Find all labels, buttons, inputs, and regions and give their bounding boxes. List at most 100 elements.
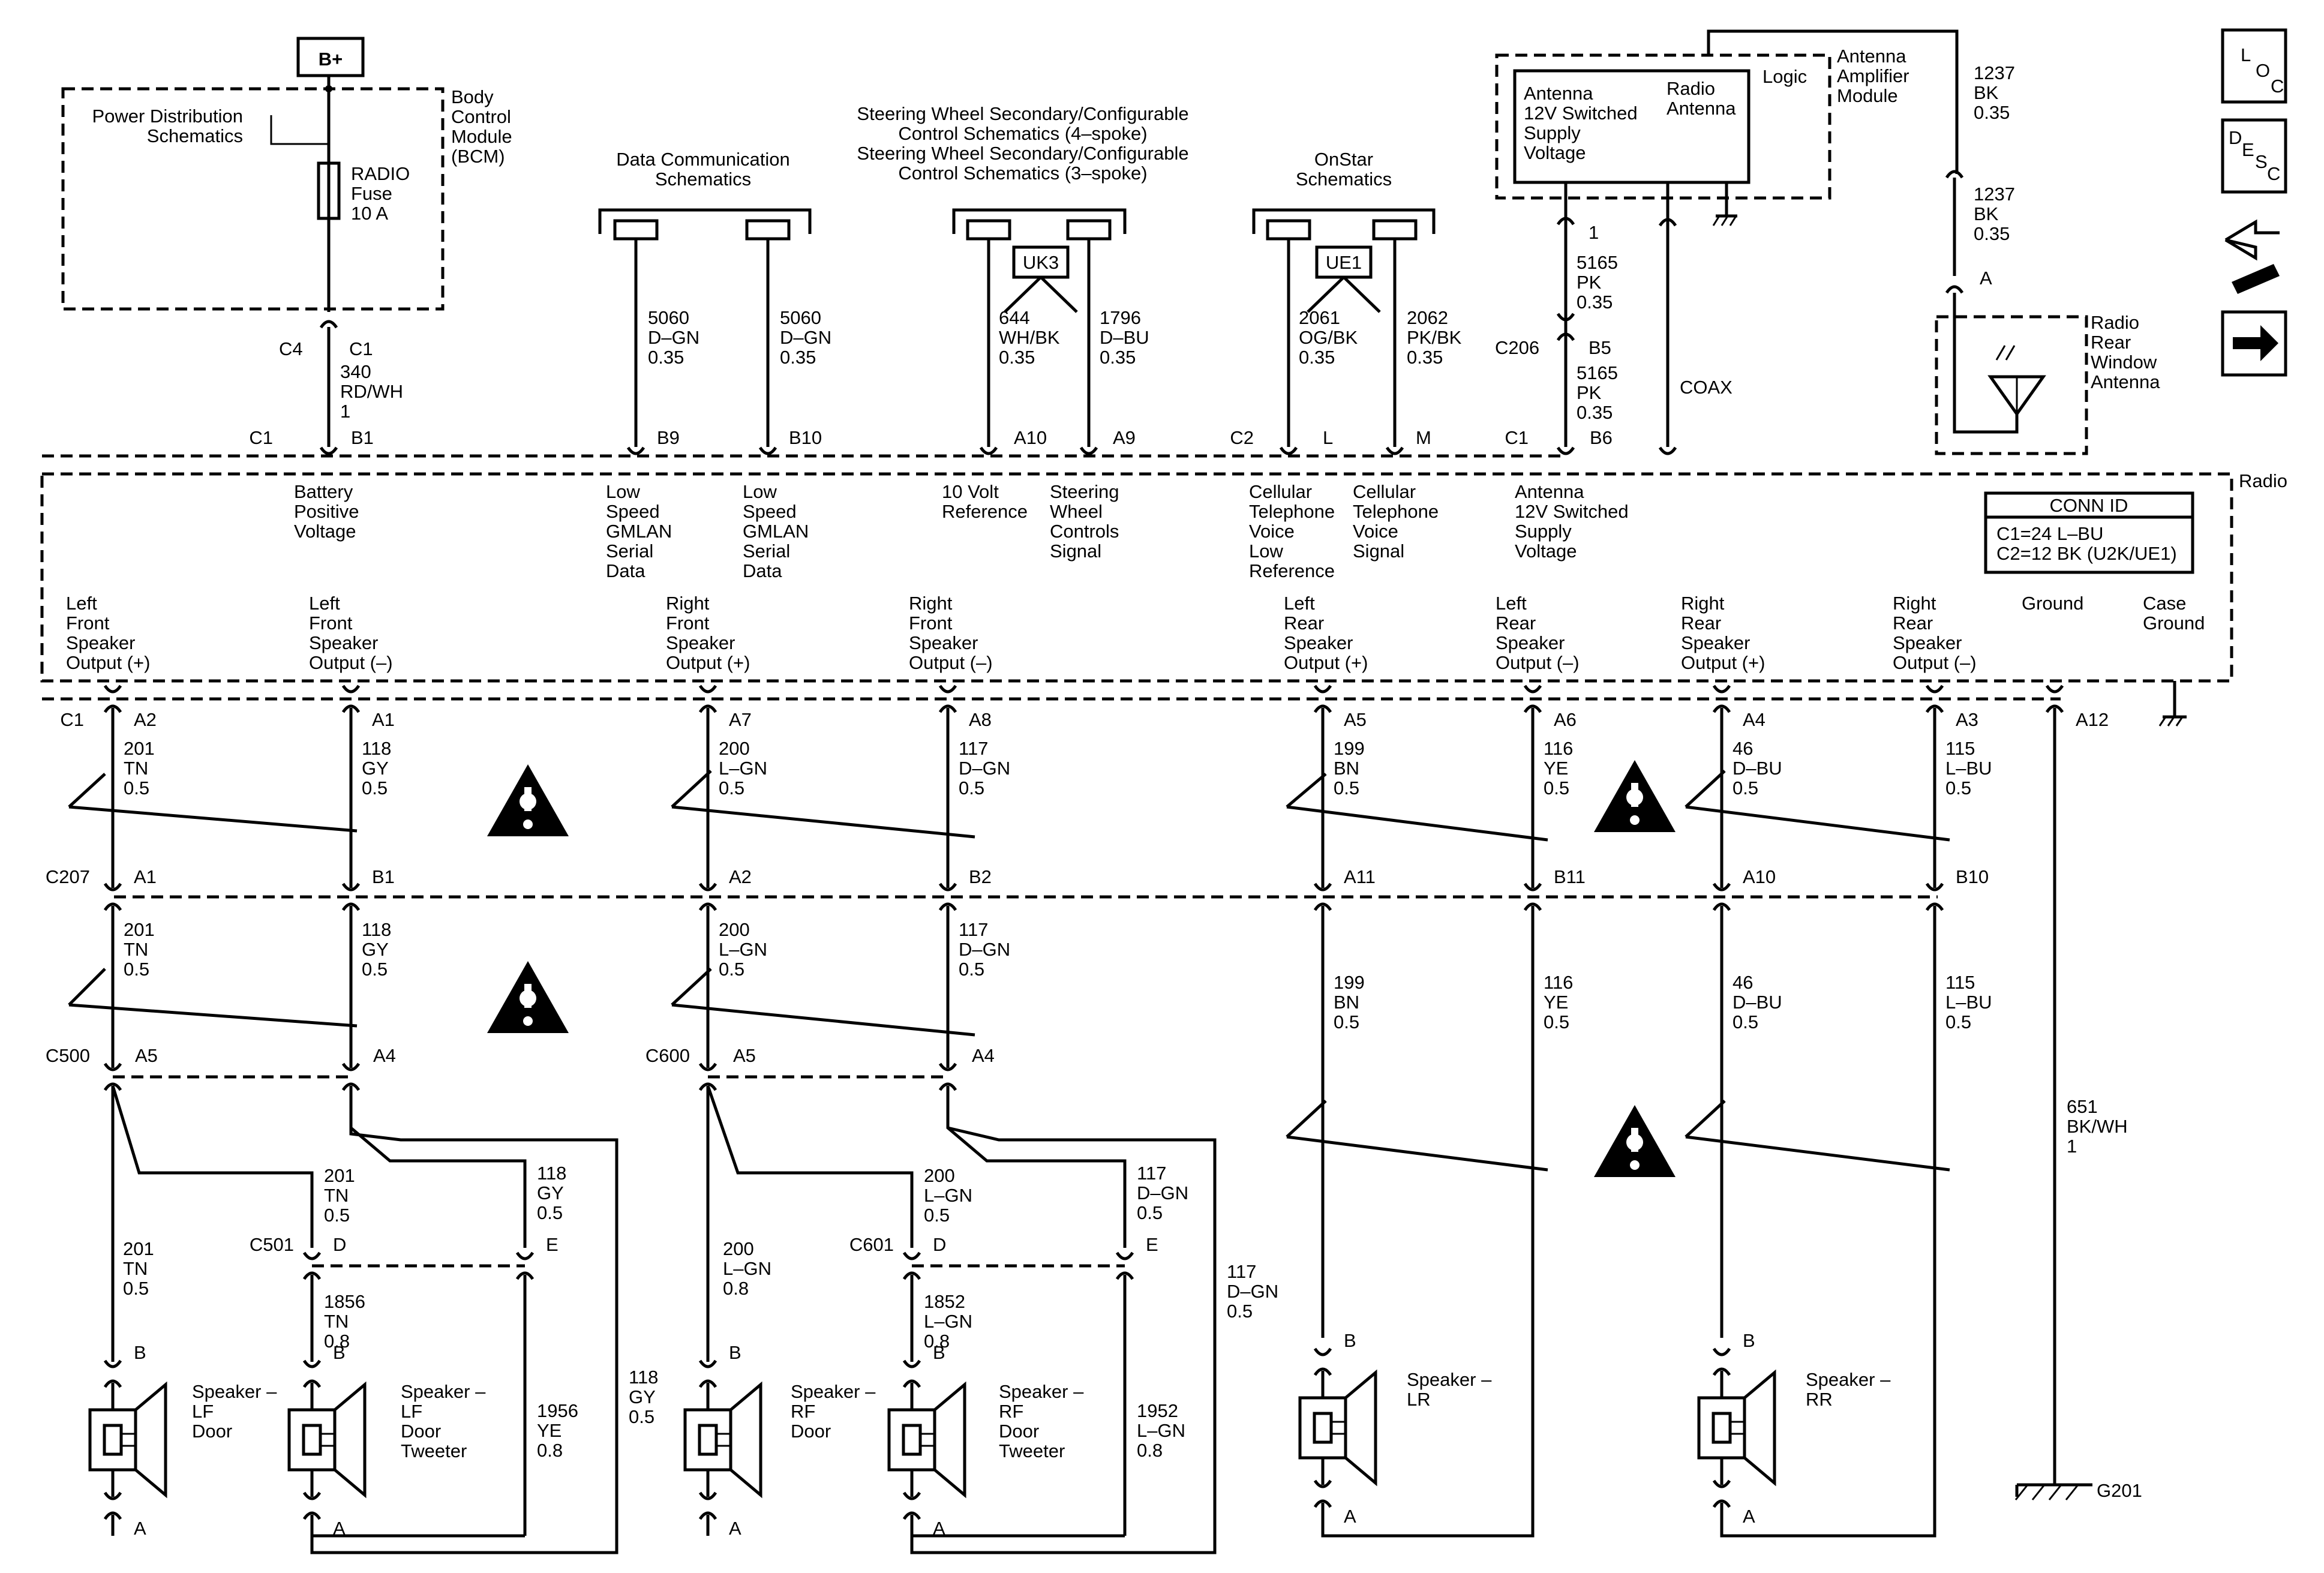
speaker-pin-b	[302, 1359, 322, 1368]
amp-ground	[1712, 215, 1721, 226]
radio-output-label: Speaker	[909, 632, 978, 653]
wire-651-label: BK/WH	[2067, 1116, 2128, 1137]
c207-pin	[1712, 882, 1731, 891]
c207-label: C207	[46, 866, 90, 887]
c501-pin	[302, 1251, 322, 1260]
radio-output-pin	[2045, 685, 2064, 694]
radio-top-pin: B6	[1590, 427, 1613, 448]
radio-fuse	[317, 161, 341, 220]
radio-top-pin: L	[1323, 427, 1333, 448]
speaker-pin-label: A	[1344, 1506, 1356, 1527]
speaker-icon	[1697, 1396, 1746, 1460]
radio-output-pin	[1925, 685, 1944, 694]
circuit-label: 0.5	[362, 959, 388, 980]
circuit-label: 0.5	[124, 959, 149, 980]
c601-pin	[902, 1251, 921, 1260]
radio-pin-connector	[319, 446, 338, 455]
output-pin-label: A3	[1956, 709, 1978, 730]
speaker-pin-label: A	[729, 1518, 741, 1539]
speaker-pin-b	[1712, 1347, 1731, 1356]
radio-pin-connector	[1556, 446, 1575, 455]
radio-antenna-label: Antenna	[1667, 98, 1736, 119]
circuit-label: PK/BK	[1407, 327, 1462, 348]
c207-pin	[1925, 902, 1944, 911]
circuit-label: 116	[1544, 738, 1573, 759]
speaker-pin-b	[1313, 1347, 1332, 1356]
warning-icon	[1631, 783, 1638, 807]
circuit-label: 0.5	[1334, 778, 1359, 798]
radio-output-pin	[938, 704, 957, 713]
uk3-label: UK3	[1023, 252, 1059, 273]
c207-pin-label: A1	[134, 866, 157, 887]
circuit-label: 0.5	[959, 959, 984, 980]
circuit-label: D–BU	[1100, 327, 1149, 348]
next-page-arrow-icon	[2221, 310, 2287, 377]
c601-pin	[902, 1271, 921, 1280]
radio-output-label: Ground	[2022, 593, 2083, 614]
circuit-label: 46	[1733, 738, 1753, 759]
c4-label: C4	[279, 338, 303, 359]
radio-output-label: Output (+)	[1681, 652, 1765, 673]
wire-1237-label: BK	[1974, 203, 1999, 224]
speaker-label: Tweeter	[401, 1440, 467, 1461]
speaker-icon	[333, 1381, 367, 1499]
circuit-label: 115	[1945, 738, 1975, 759]
c207-pin	[698, 882, 717, 891]
bplus-label: B+	[319, 49, 343, 70]
radio-output-label: Rear	[1681, 613, 1721, 634]
radio-output-label: Speaker	[666, 632, 735, 653]
circuit-label: 0.5	[123, 1278, 149, 1299]
reference-connector	[613, 219, 659, 241]
radio-input-label: Low	[1249, 541, 1283, 562]
c207-pin-label: A11	[1344, 866, 1376, 887]
wire-5165-label: 0.35	[1577, 402, 1613, 423]
twisted-pair-mark	[671, 770, 712, 808]
steering-ref: Steering Wheel Secondary/Configurable	[857, 103, 1188, 124]
radio-input-label: Data	[743, 560, 782, 581]
rear-ant-connector	[1945, 285, 1964, 294]
rr-return	[1720, 1338, 1936, 1538]
c600-pin-label: A5	[733, 1045, 756, 1066]
twisted-pair-mark	[1286, 805, 1548, 842]
radio-output-pin	[698, 704, 717, 713]
wire-651-label: 1	[2067, 1136, 2077, 1157]
speaker-pin-a	[902, 1511, 921, 1520]
c501-pin-label: E	[546, 1234, 559, 1255]
steering-ref: Control Schematics (3–spoke)	[898, 163, 1147, 184]
radio-output-label: Speaker	[1681, 632, 1750, 653]
circuit-label: 0.5	[629, 1406, 654, 1427]
wire-5165-label: 0.35	[1577, 292, 1613, 313]
c207-pin	[1712, 902, 1731, 911]
speaker-label: LF	[401, 1401, 422, 1422]
antenna-amp-title: Antenna	[1837, 46, 1906, 67]
speaker-pin-a	[698, 1491, 717, 1500]
radio-output-label: Right	[909, 593, 953, 614]
radio-output-label: Output (+)	[666, 652, 750, 673]
conn-id-line: C1=24 L–BU	[1996, 523, 2103, 544]
radio-output-pin	[1712, 685, 1731, 694]
speaker-pin-a	[698, 1511, 717, 1520]
radio-pin-connector	[1279, 446, 1298, 455]
amp-supply-label: Supply	[1524, 122, 1581, 143]
circuit-label: 1852	[924, 1291, 965, 1312]
c207-pin	[1523, 902, 1542, 911]
c501-pin	[515, 1271, 535, 1280]
c500-pin-label: A4	[373, 1045, 396, 1066]
radio-input-label: Wheel	[1050, 501, 1103, 522]
c501-pin-label: D	[333, 1234, 346, 1255]
amp-ground	[1721, 215, 1729, 226]
circuit-label: 117	[1137, 1163, 1166, 1184]
speaker-pin-a	[1313, 1479, 1332, 1488]
wire-1237-label: 1237	[1974, 184, 2015, 205]
circuit-label: 200	[719, 919, 750, 940]
radio-output-label: Speaker	[1893, 632, 1962, 653]
logic-label: Logic	[1762, 66, 1807, 87]
radio-output-label: Speaker	[309, 632, 378, 653]
radio-output-label: Output (+)	[66, 652, 150, 673]
speaker-pin-a	[902, 1491, 921, 1500]
c601-pin	[1115, 1271, 1134, 1280]
c207-pin-label: B11	[1554, 866, 1586, 887]
radio-input-label: Low	[743, 481, 777, 502]
circuit-label: L–GN	[924, 1311, 972, 1332]
